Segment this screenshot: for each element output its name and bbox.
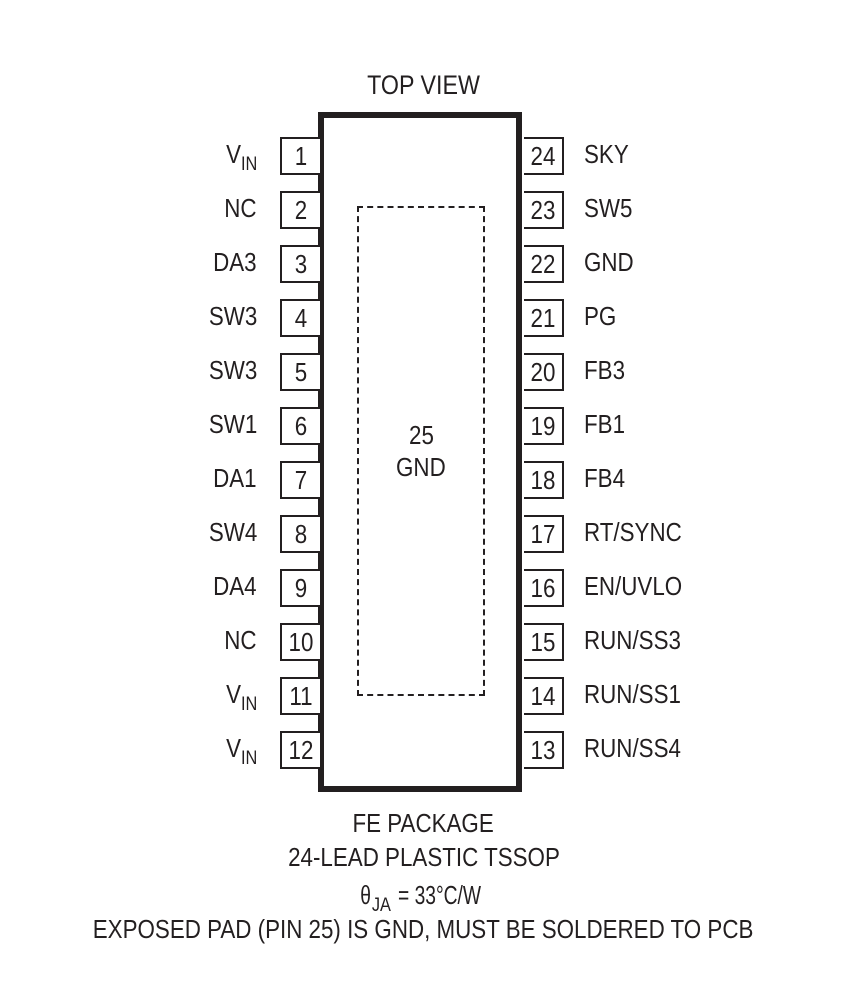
- pin-box-3: 3: [280, 245, 320, 283]
- pin-box-4: 4: [280, 299, 320, 337]
- pin-label-3: DA3: [213, 247, 257, 277]
- pin-number: 5: [294, 357, 308, 387]
- package-name: FE PACKAGE: [352, 808, 495, 838]
- pin-number: 2: [294, 195, 308, 225]
- pin-number: 16: [530, 573, 556, 603]
- pin-box-5: 5: [280, 353, 320, 391]
- pin-number: 17: [530, 519, 556, 549]
- pin-number: 10: [288, 627, 314, 657]
- pin-box-9: 9: [280, 569, 320, 607]
- pin-number: 18: [530, 465, 556, 495]
- exposed-pad-name: GND: [396, 452, 446, 482]
- pin-box-11: 11: [280, 677, 320, 715]
- pin-box-12: 12: [280, 731, 320, 769]
- pin-box-6: 6: [280, 407, 320, 445]
- pin-box-21: 21: [524, 299, 564, 337]
- pin-number: 21: [530, 303, 556, 333]
- package-description: 24-LEAD PLASTIC TSSOP: [287, 842, 560, 872]
- pin-number: 1: [294, 141, 308, 171]
- pin-label-4: SW3: [208, 301, 257, 331]
- exposed-pad-note: EXPOSED PAD (PIN 25) IS GND, MUST BE SOL…: [93, 914, 754, 944]
- pin-box-8: 8: [280, 515, 320, 553]
- pin-box-2: 2: [280, 191, 320, 229]
- pin-box-17: 17: [524, 515, 564, 553]
- pin-number: 7: [294, 465, 308, 495]
- pin-box-20: 20: [524, 353, 564, 391]
- pin-box-16: 16: [524, 569, 564, 607]
- pin-number: 4: [294, 303, 308, 333]
- pin-label-22: GND: [584, 247, 634, 277]
- pin-number: 9: [294, 573, 308, 603]
- pin-number: 3: [294, 249, 308, 279]
- pin-label-6: SW1: [208, 409, 257, 439]
- pin-box-10: 10: [280, 623, 320, 661]
- pin-label-15: RUN/SS3: [584, 625, 681, 655]
- pin-box-24: 24: [524, 137, 564, 175]
- exposed-pad-number: 25: [408, 420, 434, 450]
- pin-box-7: 7: [280, 461, 320, 499]
- pin-label-9: DA4: [213, 571, 257, 601]
- pin-box-1: 1: [280, 137, 320, 175]
- pin-label-5: SW3: [208, 355, 257, 385]
- thermal-resistance: θJA = 33°C/W: [360, 880, 481, 916]
- pin-label-17: RT/SYNC: [584, 517, 682, 547]
- pin-label-10: NC: [224, 625, 257, 655]
- pin-number: 23: [530, 195, 556, 225]
- pin-label-23: SW5: [584, 193, 633, 223]
- pin-number: 11: [289, 681, 313, 711]
- pin-label-12: VIN: [225, 733, 257, 769]
- pin-number: 12: [288, 735, 314, 765]
- pin-label-18: FB4: [584, 463, 626, 493]
- pin-label-24: SKY: [584, 139, 629, 169]
- pin-box-14: 14: [524, 677, 564, 715]
- pin-box-23: 23: [524, 191, 564, 229]
- pin-number: 8: [294, 519, 308, 549]
- pin-label-11: VIN: [225, 679, 257, 715]
- pin-box-13: 13: [524, 731, 564, 769]
- ic-package-body: [318, 112, 522, 792]
- pin-number: 13: [530, 735, 556, 765]
- pin-box-18: 18: [524, 461, 564, 499]
- exposed-pad-outline: [357, 206, 485, 696]
- pin-box-22: 22: [524, 245, 564, 283]
- pin-label-7: DA1: [213, 463, 257, 493]
- pin-number: 20: [530, 357, 556, 387]
- pin-label-8: SW4: [208, 517, 257, 547]
- pin-label-16: EN/UVLO: [584, 571, 683, 601]
- pin-label-2: NC: [224, 193, 257, 223]
- diagram-title: TOP VIEW: [367, 70, 480, 100]
- pin-label-20: FB3: [584, 355, 626, 385]
- pin-number: 24: [530, 141, 556, 171]
- pin-number: 6: [294, 411, 308, 441]
- pin-label-13: RUN/SS4: [584, 733, 681, 763]
- pin-label-1: VIN: [225, 139, 257, 175]
- pin-box-19: 19: [524, 407, 564, 445]
- pin-box-15: 15: [524, 623, 564, 661]
- pin-number: 19: [530, 411, 556, 441]
- pin-label-14: RUN/SS1: [584, 679, 681, 709]
- pin-number: 22: [530, 249, 556, 279]
- pin-number: 15: [530, 627, 556, 657]
- pin-label-21: PG: [584, 301, 617, 331]
- pin-label-19: FB1: [584, 409, 626, 439]
- pin-number: 14: [530, 681, 556, 711]
